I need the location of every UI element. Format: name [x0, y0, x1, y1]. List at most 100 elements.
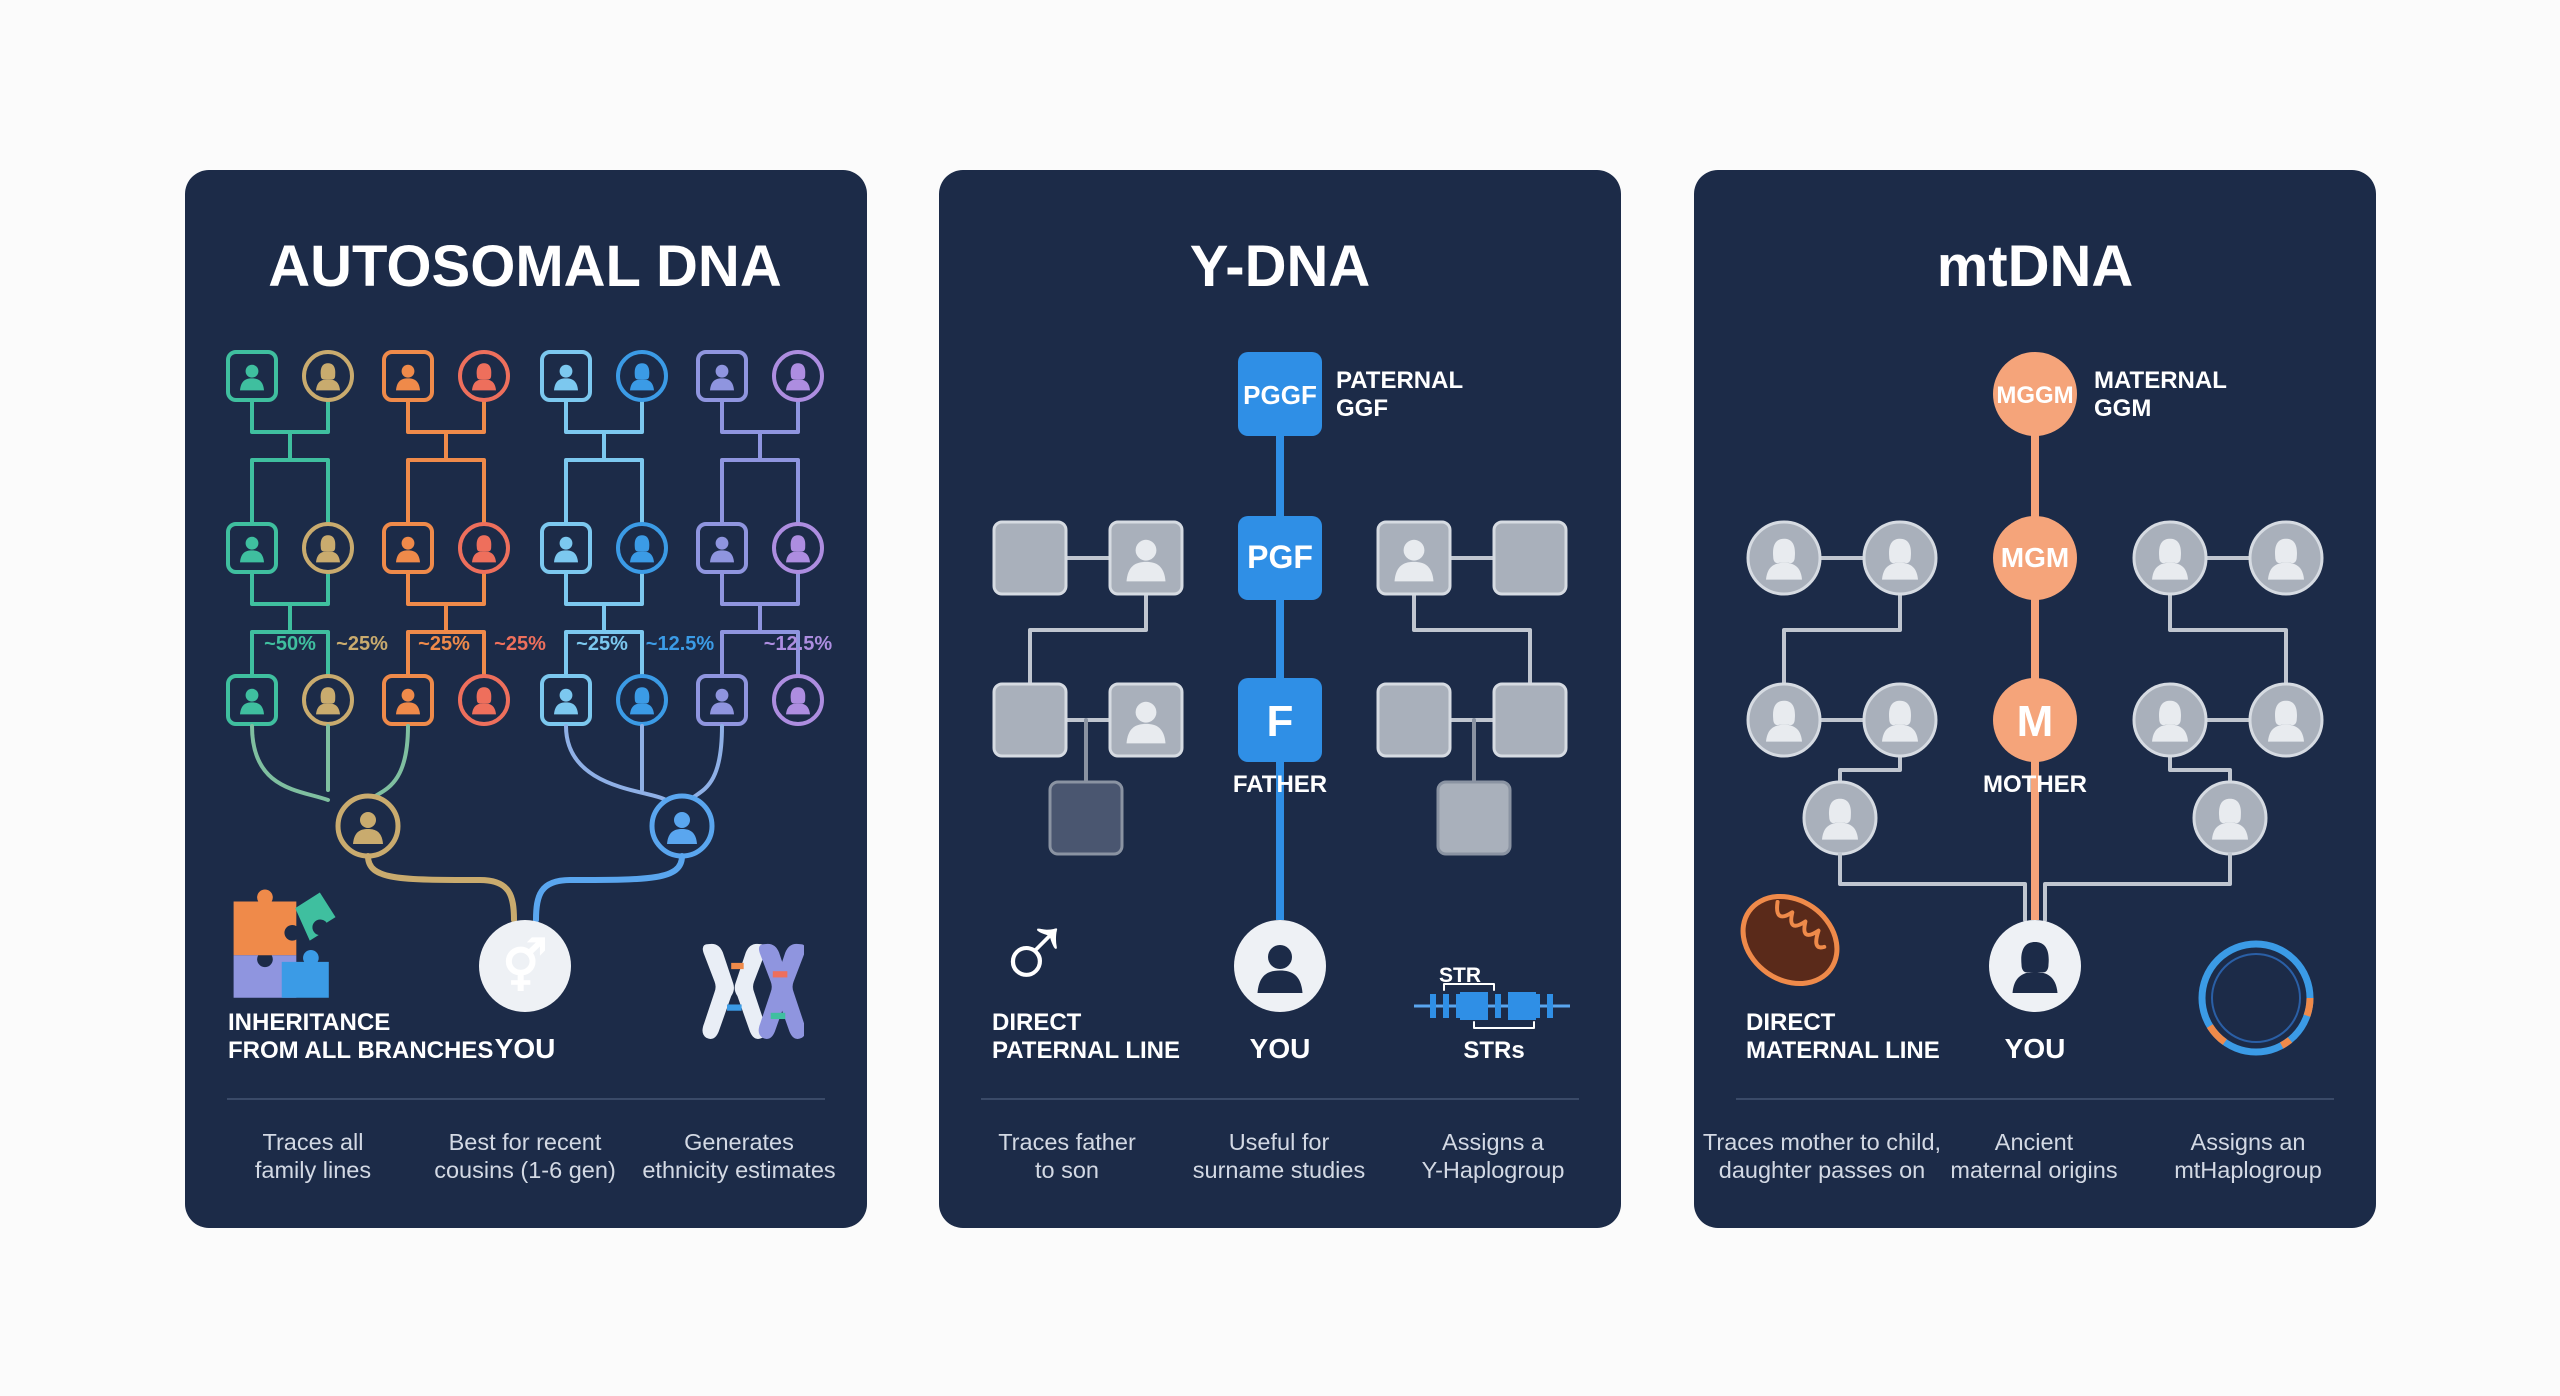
card-mtdna: mtDNAMGGMMGMMMATERNALGGMMOTHERYOUDIRECTM…: [1694, 170, 2376, 1228]
ancestor-node-frame: [616, 522, 668, 574]
you-label: YOU: [495, 1033, 556, 1064]
mtdna-caption-2-line-1: Ancient: [1995, 1129, 2074, 1155]
ancestor-node-frame: [302, 522, 354, 574]
card-background: [185, 170, 867, 1228]
ydna-caption-2-line-1: Useful for: [1229, 1129, 1330, 1155]
ancestor-node-frame: [382, 350, 434, 402]
inheritance-percentage: ~12.5%: [764, 633, 833, 655]
branch-line-4-1: [720, 400, 800, 526]
gray-relative-node: [992, 682, 1068, 758]
bottom-left-line-2: FROM ALL BRANCHES: [228, 1037, 493, 1064]
ancestor-node-frame: [696, 350, 748, 402]
mtdna-ring-inner: [2211, 953, 2301, 1043]
str-bottom-label: STRs: [1463, 1037, 1524, 1064]
bottom-left-line-1: DIRECT: [1746, 1009, 1836, 1036]
ancestor-node-frame: [226, 350, 278, 402]
ancestor-node-frame: [540, 522, 592, 574]
gray-relative-node: [992, 520, 1068, 596]
autosomal-caption-2-line-1: Best for recent: [449, 1129, 602, 1155]
ancestor-node-frame: [458, 674, 510, 726]
mggm-node: [1993, 352, 2077, 436]
str-bar: [1547, 994, 1553, 1018]
autosomal-caption-1-line-1: Traces all: [263, 1129, 364, 1155]
mitochondria-icon: [1740, 893, 1840, 987]
father-label: FATHER: [1233, 771, 1327, 798]
inheritance-percentage: ~25%: [336, 633, 388, 655]
gray-relative-node: [1436, 780, 1512, 856]
branch-line-1-2: [250, 572, 330, 678]
str-top-label: STR: [1439, 964, 1481, 987]
mggm-side-label-2: GGM: [2094, 395, 2151, 422]
mother-label: MOTHER: [1983, 771, 2087, 798]
mggm-side-label-1: MATERNAL: [2094, 367, 2227, 394]
autosomal-caption-3-line-2: ethnicity estimates: [642, 1157, 835, 1183]
card-title: mtDNA: [1937, 234, 2134, 299]
bottom-left-line-2: MATERNAL LINE: [1746, 1037, 1940, 1064]
mother-to-you-line: [533, 853, 685, 923]
father-to-you-line: [365, 853, 517, 923]
ancestor-node-frame: [458, 522, 510, 574]
pggf-side-label-2: GGF: [1336, 395, 1388, 422]
str-bracket: [1473, 1021, 1535, 1029]
ancestor-node-frame: [772, 522, 824, 574]
ancestor-node-frame: [616, 350, 668, 402]
autosomal-caption-3-line-1: Generates: [684, 1129, 794, 1155]
mtdna-caption-1-line-2: daughter passes on: [1719, 1157, 1925, 1183]
str-bar: [1430, 994, 1436, 1018]
str-bar: [1456, 994, 1462, 1018]
card-autosomal: AUTOSOMAL DNA~50%~25%~25%~25%~25%~12.5%~…: [185, 170, 867, 1228]
str-block: [1460, 992, 1488, 1020]
bottom-left-line-1: DIRECT: [992, 1009, 1082, 1036]
card-title: Y-DNA: [1190, 234, 1370, 299]
gender-symbol-icon: ⚥: [502, 937, 547, 995]
mitochondria-cristae: [1775, 899, 1827, 950]
mtdna-caption-1-line-1: Traces mother to child,: [1703, 1129, 1941, 1155]
ancestor-node-frame: [772, 674, 824, 726]
father-node-label: F: [1267, 697, 1294, 746]
inheritance-percentage: ~50%: [264, 633, 316, 655]
ancestor-node-frame: [540, 350, 592, 402]
ancestor-node-frame: [772, 350, 824, 402]
ydna-caption-1-line-1: Traces father: [998, 1129, 1136, 1155]
pggf-node: [1238, 352, 1322, 436]
tree-connector: [2043, 852, 2232, 922]
branch-line-4-2: [720, 572, 800, 678]
tree-connector: [1028, 592, 1148, 686]
autosomal-caption-2-line-2: cousins (1-6 gen): [434, 1157, 616, 1183]
ydna-caption-3-line-1: Assigns a: [1442, 1129, 1545, 1155]
male-icon: ♂: [993, 887, 1076, 1010]
mtdna-caption-3-line-2: mtHaplogroup: [2174, 1157, 2322, 1183]
tree-connector: [1412, 592, 1532, 686]
tree-connector: [2168, 592, 2288, 686]
pggf-side-label-1: PATERNAL: [1336, 367, 1463, 394]
mother-node: [1993, 678, 2077, 762]
inheritance-percentage: ~12.5%: [646, 633, 715, 655]
ancestor-node-frame: [382, 522, 434, 574]
you-node: [479, 920, 571, 1012]
you-label: YOU: [2005, 1033, 2066, 1064]
branch-line-2-2: [406, 572, 486, 678]
pggf-node-label: PGGF: [1243, 380, 1317, 410]
pgf-node-label: PGF: [1247, 539, 1313, 575]
str-bar: [1495, 994, 1501, 1018]
bottom-left-line-1: INHERITANCE: [228, 1009, 390, 1036]
gray-relative-node: [1048, 780, 1124, 856]
gray-relative-node: [1492, 682, 1568, 758]
ancestor-node-frame: [458, 350, 510, 402]
branch-line-2-1: [406, 400, 486, 526]
mggm-node-label: MGGM: [1996, 382, 2073, 409]
branch-line-3-1: [564, 400, 644, 526]
branch-line-1-1: [250, 400, 330, 526]
ancestor-node-frame: [302, 350, 354, 402]
mtdna-caption-2-line-2: maternal origins: [1950, 1157, 2117, 1183]
ancestor-node-frame: [226, 522, 278, 574]
mother-node-label: M: [2017, 697, 2054, 746]
gray-relative-node: [1492, 520, 1568, 596]
you-label: YOU: [1250, 1033, 1311, 1064]
inheritance-percentage: ~25%: [494, 633, 546, 655]
branch-line-3-2: [564, 572, 644, 678]
inheritance-percentage: ~25%: [576, 633, 628, 655]
str-block: [1508, 992, 1536, 1020]
ydna-caption-2-line-2: surname studies: [1193, 1157, 1365, 1183]
